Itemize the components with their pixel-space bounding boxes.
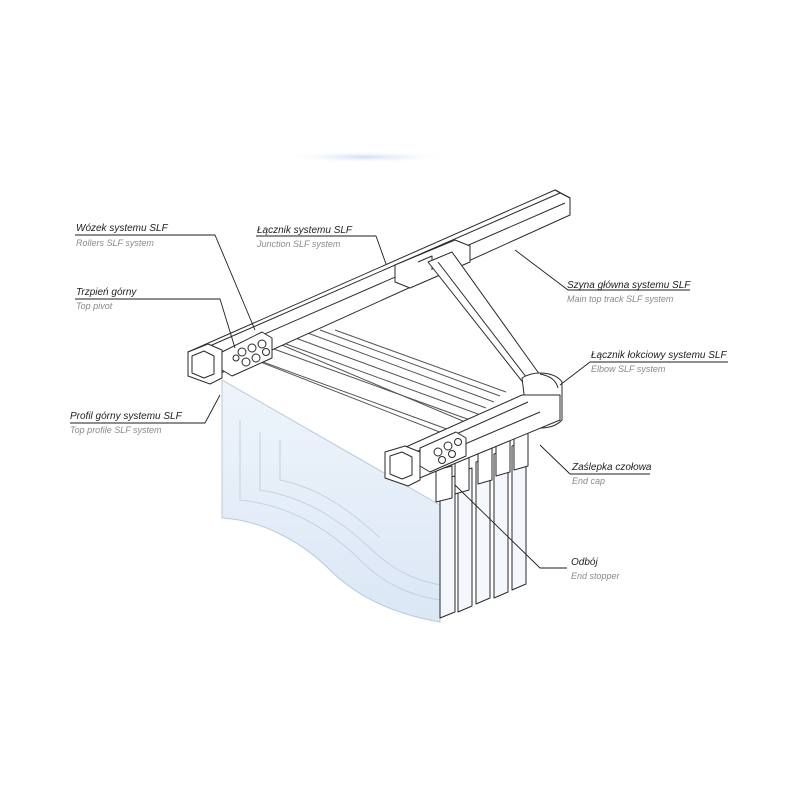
label-junction-en: Junction SLF system [257,239,341,249]
curtain-left [221,379,441,623]
label-end-stopper: Odbój End stopper [571,556,620,583]
label-top-pivot-pl: Trzpień górny [76,287,137,298]
label-elbow-pl: Łącznik łokciowy systemu SLF [591,350,727,361]
label-end-stopper-en: End stopper [571,571,620,581]
label-top-profile-pl: Profil górny systemu SLF [70,411,182,422]
label-end-stopper-pl: Odbój [571,557,598,568]
rollers-right [419,431,467,473]
label-rollers-pl: Wózek systemu SLF [76,223,168,234]
branch-track [427,251,541,386]
stacked-slats [229,329,507,441]
label-rollers: Wózek systemu SLF Rollers SLF system [76,222,168,250]
label-top-profile: Profil górny systemu SLF Top profile SLF… [70,410,182,437]
label-elbow: Łącznik łokciowy systemu SLF Elbow SLF s… [591,349,727,376]
main-top-track [187,189,571,385]
label-end-cap-pl: Zaślepka czołowa [572,462,652,473]
label-elbow-en: Elbow SLF system [591,364,666,374]
label-junction: Łącznik systemu SLF Junction SLF system [257,224,352,251]
label-top-profile-en: Top profile SLF system [70,425,162,435]
hanging-panels [435,429,529,619]
leader-lines [70,234,728,569]
label-main-track-pl: Szyna główna systemu SLF [567,280,691,291]
rollers-left [221,331,273,377]
label-main-track-en: Main top track SLF system [567,294,674,304]
label-main-track: Szyna główna systemu SLF Main top track … [567,279,690,306]
label-end-cap: Zaślepka czołowa End cap [572,461,651,488]
label-junction-pl: Łącznik systemu SLF [257,225,353,236]
label-top-pivot-en: Top pivot [76,301,113,311]
label-end-cap-en: End cap [572,476,606,486]
label-top-pivot: Trzpień górny Top pivot [76,286,136,313]
top-glow [280,151,450,163]
label-rollers-en: Rollers SLF system [76,238,154,248]
